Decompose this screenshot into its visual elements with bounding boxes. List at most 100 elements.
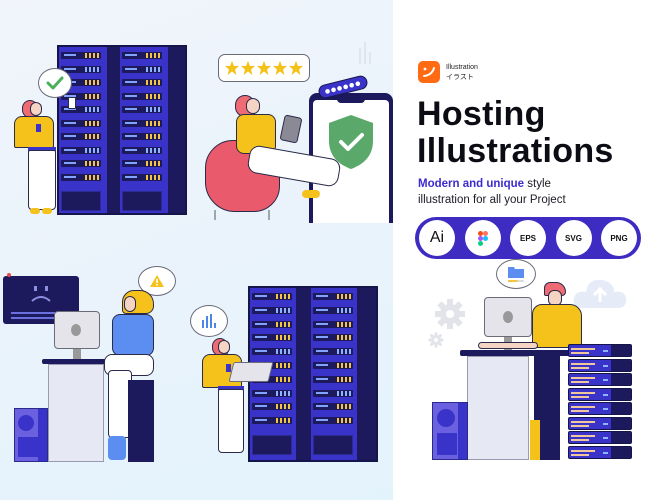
faint-chart-icon: [359, 42, 371, 64]
server-unit: [313, 348, 353, 356]
person-pants: [218, 389, 244, 453]
server-unit: [568, 373, 632, 386]
person-head: [30, 102, 42, 116]
page-title: Hosting Illustrations: [417, 96, 614, 170]
svg-format-icon: SVG: [555, 220, 592, 256]
server-unit: [122, 79, 162, 86]
server-unit: [252, 306, 292, 314]
server-unit: [568, 358, 632, 372]
figma-icon: [464, 220, 501, 256]
server-unit: [122, 106, 162, 113]
brand-name-en: Illustration: [446, 64, 478, 71]
pc-tower: [432, 402, 468, 460]
desktop-monitor: [484, 297, 532, 337]
server-unit: [122, 65, 162, 73]
subtitle-highlight: Modern and unique: [418, 178, 525, 190]
id-badge: [36, 124, 41, 132]
server-unit: [313, 306, 353, 314]
person-head: [246, 98, 260, 114]
server-unit: [61, 160, 101, 167]
server-unit: [61, 65, 101, 73]
server-unit: [252, 293, 292, 300]
desktop-monitor: [54, 311, 100, 349]
server-unit: [122, 160, 162, 167]
server-unit: [568, 387, 632, 401]
server-unit: [568, 431, 632, 444]
subtitle-rest: style: [524, 178, 551, 190]
eps-format-icon: EPS: [510, 220, 546, 256]
brand-logo: [418, 61, 440, 83]
server-unit: [313, 403, 353, 411]
server-unit: [568, 344, 632, 357]
server-unit: [313, 334, 353, 342]
server-unit: [252, 389, 292, 397]
server-unit: [313, 320, 353, 328]
five-stars-icon: [225, 61, 303, 75]
server-unit: [122, 173, 162, 181]
server-unit: [568, 416, 632, 430]
server-unit: [122, 119, 162, 127]
laptop: [228, 362, 274, 382]
server-unit: [313, 417, 353, 425]
bar-chart-icon: [202, 314, 216, 328]
rating-bubble: [218, 54, 310, 82]
server-unit: [61, 119, 101, 127]
brand-name: Illustration イラスト: [446, 63, 478, 83]
person-shirt: [202, 354, 242, 388]
server-unit: [313, 362, 353, 369]
server-unit: [568, 402, 632, 415]
server-unit: [252, 334, 292, 342]
subtitle: Modern and unique style illustration for…: [418, 176, 566, 208]
file-format-bar: Ai EPS SVG PNG: [415, 217, 641, 259]
server-unit: [568, 445, 632, 459]
title-line-1: Hosting: [417, 95, 546, 133]
warning-icon: [150, 275, 164, 287]
server-unit: [122, 133, 162, 140]
shield-check-icon: [329, 115, 373, 169]
folder-bubble: [496, 259, 536, 289]
server-unit: [122, 92, 162, 100]
person-shirt: [532, 304, 582, 348]
server-unit: [313, 389, 353, 397]
check-bubble: [38, 68, 72, 98]
server-unit: [61, 52, 101, 59]
person-head: [218, 340, 230, 354]
person-head: [124, 296, 136, 312]
desk-cabinet: [48, 364, 104, 462]
server-unit: [61, 106, 101, 113]
server-unit: [252, 403, 292, 411]
gear-icon: [435, 299, 465, 329]
server-unit: [61, 173, 101, 181]
folder-icon: [508, 267, 524, 278]
cloud-upload-icon: [573, 279, 626, 308]
desk-cabinet: [467, 356, 529, 460]
server-unit: [252, 417, 292, 425]
pc-tower: [14, 408, 48, 462]
desk-top: [42, 359, 134, 364]
person-shirt: [112, 314, 154, 356]
person-shirt: [14, 116, 54, 148]
brand-name-jp: イラスト: [446, 74, 474, 81]
server-unit: [122, 52, 162, 59]
server-unit: [122, 146, 162, 154]
person-pants: [28, 150, 56, 210]
server-unit: [252, 348, 292, 356]
chart-bubble: [190, 305, 228, 337]
title-line-2: Illustrations: [417, 132, 614, 170]
png-format-icon: PNG: [601, 220, 637, 256]
server-unit: [61, 92, 101, 100]
illustration-brand-logo-icon: [423, 67, 435, 77]
server-rack: [57, 45, 187, 215]
subtitle-line-2: illustration for all your Project: [418, 194, 566, 206]
sad-face-icon: [31, 286, 51, 302]
server-unit: [313, 375, 353, 383]
server-unit: [313, 293, 353, 300]
adobe-illustrator-icon: Ai: [419, 220, 455, 256]
server-unit: [252, 320, 292, 328]
phone-card: [68, 97, 76, 109]
checkmark-icon: [46, 76, 64, 90]
server-unit: [61, 146, 101, 154]
desk-top: [460, 350, 570, 356]
gear-icon: [428, 332, 444, 348]
server-unit: [61, 133, 101, 140]
